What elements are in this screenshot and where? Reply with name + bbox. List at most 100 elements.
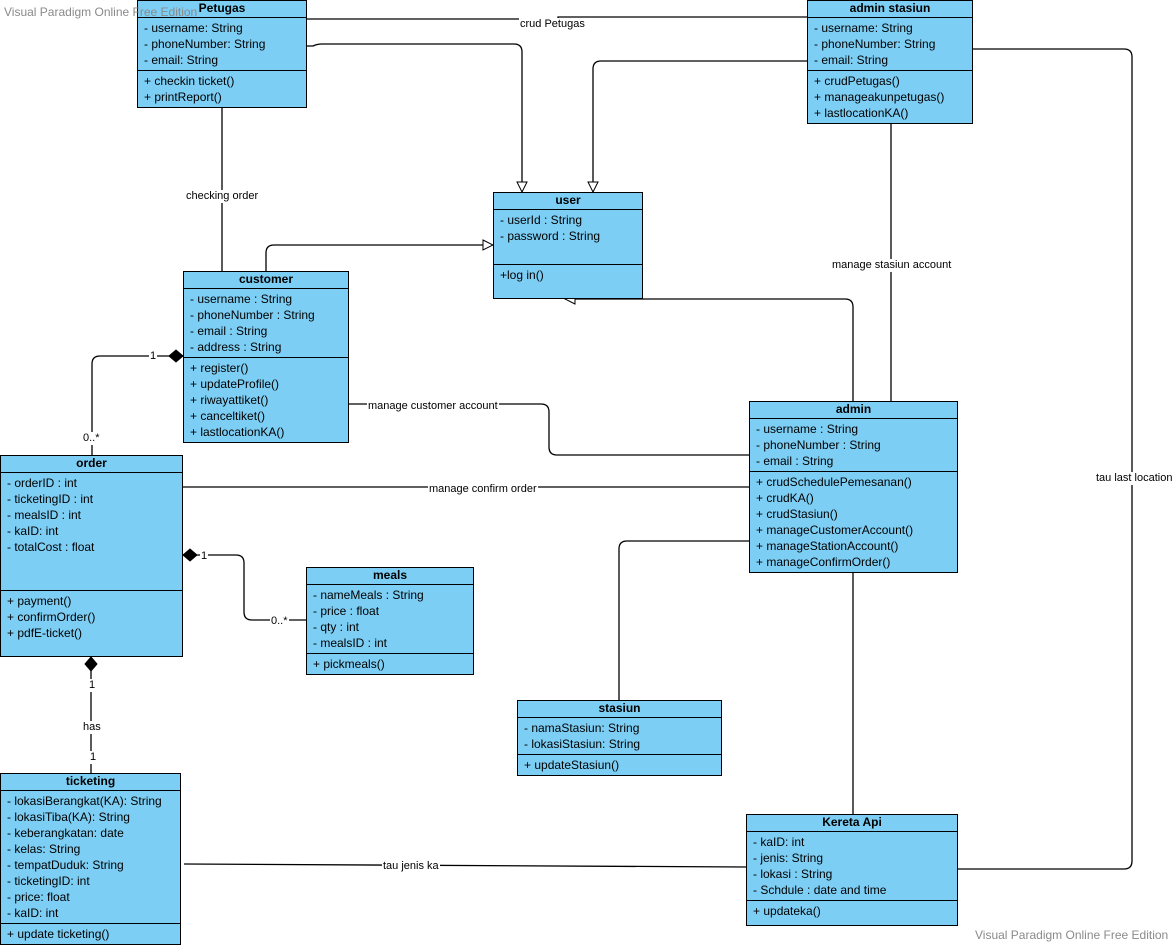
petugas-to-user-line (307, 43, 522, 192)
attribute: - email: String (144, 53, 219, 67)
attribute: - jenis: String (753, 851, 824, 865)
attribute: - phoneNumber : String (190, 308, 315, 322)
attribute: - address : String (190, 340, 282, 354)
attribute: - mealsID : int (313, 636, 388, 650)
class-stasiun-name: stasiun (518, 701, 721, 718)
class-user[interactable]: user - userId : String - password : Stri… (493, 192, 643, 299)
method: + riwayattiket() (190, 393, 269, 407)
class-admin-stasiun-attributes: - username: String - phoneNumber: String… (808, 18, 972, 71)
attribute: - username : String (190, 292, 293, 306)
class-admin-methods: + crudSchedulePemesanan() + crudKA() + c… (750, 472, 957, 572)
order-ticketing-diamond (84, 656, 98, 672)
class-admin[interactable]: admin - username : String - phoneNumber … (749, 401, 958, 573)
attribute: - kaID: int (7, 524, 59, 538)
method: + confirmOrder() (7, 610, 96, 624)
attribute: - totalCost : float (7, 540, 95, 554)
class-stasiun[interactable]: stasiun - namaStasiun: String - lokasiSt… (517, 700, 722, 776)
attribute: - lokasiStasiun: String (524, 737, 641, 751)
attribute: - email: String (814, 53, 889, 67)
label-manage-stasiun-account: manage stasiun account (831, 259, 953, 272)
class-customer[interactable]: customer - username : String - phoneNumb… (183, 271, 349, 443)
method: + manageStationAccount() (756, 539, 899, 553)
method: + register() (190, 361, 249, 375)
attribute: - namaStasiun: String (524, 721, 640, 735)
method: + updateStasiun() (524, 758, 620, 772)
class-user-methods: +log in() (494, 265, 642, 285)
method: + crudPetugas() (814, 74, 900, 88)
class-ticketing-methods: + update ticketing() (1, 924, 180, 944)
class-petugas[interactable]: Petugas - username: String - phoneNumber… (137, 0, 307, 108)
method: + canceltiket() (190, 409, 266, 423)
manage-customer-account-line (348, 403, 749, 456)
attribute: - mealsID : int (7, 508, 82, 522)
multiplicity-order-ticketing-bottom: 1 (89, 751, 98, 764)
multiplicity-order-meals-one: 1 (200, 550, 209, 563)
class-admin-stasiun-name: admin stasiun (808, 1, 972, 18)
label-tau-last-location: tau last location (1095, 472, 1173, 485)
label-has: has (82, 721, 102, 734)
class-ticketing-attributes: - lokasiBerangkat(KA): String - lokasiTi… (1, 791, 180, 924)
class-order[interactable]: order - orderID : int - ticketingID : in… (0, 455, 183, 657)
multiplicity-order-ticketing-top: 1 (88, 679, 97, 692)
attribute: - password : String (500, 229, 601, 243)
method: + crudSchedulePemesanan() (756, 475, 912, 489)
label-crud-petugas: crud Petugas (519, 18, 586, 31)
attribute: - username : String (756, 422, 859, 436)
class-meals[interactable]: meals - nameMeals : String - price : flo… (306, 567, 474, 675)
attribute: - keberangkatan: date (7, 826, 124, 840)
method: + update ticketing() (7, 927, 110, 941)
attribute: - phoneNumber: String (144, 37, 266, 51)
attribute: - userId : String (500, 213, 583, 227)
class-petugas-name: Petugas (138, 1, 306, 18)
multiplicity-order-meals-many: 0..* (270, 615, 289, 628)
class-user-name: user (494, 193, 642, 210)
class-stasiun-methods: + updateStasiun() (518, 755, 721, 775)
multiplicity-customer-order-one: 1 (149, 350, 158, 363)
attribute: - email : String (756, 454, 834, 468)
attribute: - lokasiTiba(KA): String (7, 810, 130, 824)
method: + manageConfirmOrder() (756, 555, 891, 569)
method: + checkin ticket() (144, 74, 235, 88)
method: + lastlocationKA() (814, 106, 909, 120)
attribute: - qty : int (313, 620, 360, 634)
class-meals-methods: + pickmeals() (307, 654, 473, 674)
attribute: - orderID : int (7, 476, 78, 490)
class-customer-methods: + register() + updateProfile() + riwayat… (184, 358, 348, 442)
attribute: - kaID: int (7, 906, 59, 920)
method: + pdfE-ticket() (7, 626, 83, 640)
watermark-top-left: Visual Paradigm Online Free Edition (4, 5, 198, 19)
class-petugas-attributes: - username: String - phoneNumber: String… (138, 18, 306, 71)
attribute: - username: String (144, 21, 243, 35)
class-kereta-api-name: Kereta Api (747, 815, 957, 832)
class-kereta-api-methods: + updateka() (747, 901, 957, 921)
class-admin-attributes: - username : String - phoneNumber : Stri… (750, 419, 957, 472)
attribute: - ticketingID: int (7, 874, 90, 888)
class-meals-attributes: - nameMeals : String - price : float - q… (307, 585, 473, 654)
tau-last-location-line (958, 48, 1133, 870)
method: + crudKA() (756, 491, 814, 505)
attribute: - username: String (814, 21, 913, 35)
class-kereta-api[interactable]: Kereta Api - kaID: int - jenis: String -… (746, 814, 958, 926)
admin-stasiun-line (618, 540, 749, 700)
class-admin-name: admin (750, 402, 957, 419)
class-admin-stasiun[interactable]: admin stasiun - username: String - phone… (807, 0, 973, 124)
class-ticketing[interactable]: ticketing - lokasiBerangkat(KA): String … (0, 773, 181, 945)
class-order-attributes: - orderID : int - ticketingID : int - me… (1, 473, 182, 591)
attribute: - nameMeals : String (313, 588, 424, 602)
class-kereta-api-attributes: - kaID: int - jenis: String - lokasi : S… (747, 832, 957, 901)
watermark-bottom-right: Visual Paradigm Online Free Edition (975, 928, 1169, 942)
label-tau-jenis-ka: tau jenis ka (382, 860, 440, 873)
class-admin-stasiun-methods: + crudPetugas() + manageakunpetugas() + … (808, 71, 972, 123)
class-order-methods: + payment() + confirmOrder() + pdfE-tick… (1, 591, 182, 643)
order-meals-diamond (182, 548, 198, 562)
label-manage-customer-account: manage customer account (367, 400, 499, 413)
admin-to-user-line (565, 299, 854, 402)
attribute: - tempatDuduk: String (7, 858, 124, 872)
order-meals-line (197, 554, 306, 621)
method: + updateProfile() (190, 377, 280, 391)
attribute: - email : String (190, 324, 268, 338)
class-petugas-methods: + checkin ticket() + printReport() (138, 71, 306, 107)
attribute: - price: float (7, 890, 70, 904)
label-manage-confirm-order: manage confirm order (428, 483, 538, 496)
attribute: - kaID: int (753, 835, 805, 849)
